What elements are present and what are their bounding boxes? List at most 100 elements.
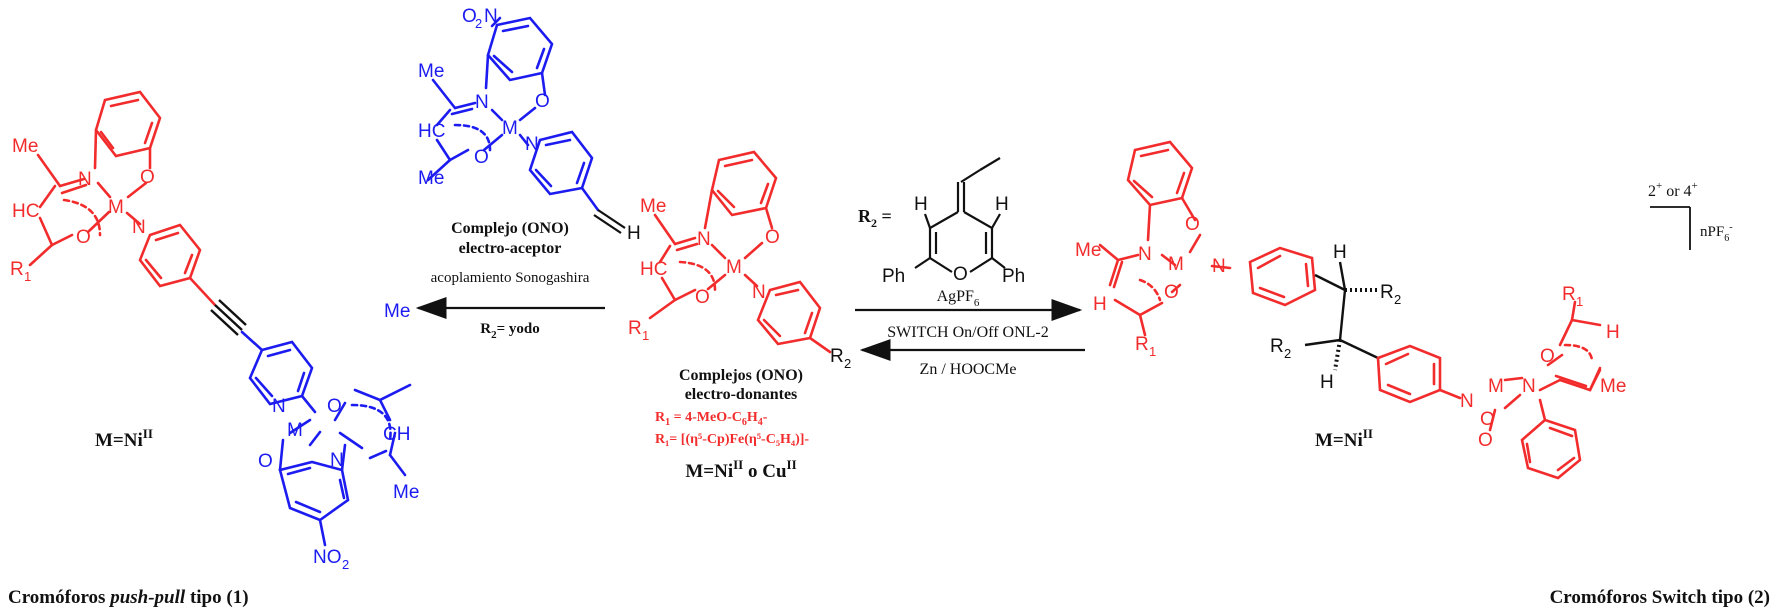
atom-h: H bbox=[1093, 294, 1107, 315]
atom-o: O bbox=[1164, 282, 1179, 303]
atom-m: M bbox=[108, 197, 124, 218]
atom-h: H bbox=[1320, 372, 1334, 393]
atom-o: O bbox=[535, 91, 550, 112]
atom-subscript: 1 bbox=[642, 328, 649, 343]
atom-o: O bbox=[327, 396, 342, 417]
atom-hc: HC bbox=[418, 121, 445, 142]
atom-n: N bbox=[272, 396, 286, 417]
atom-subscript: 1 bbox=[1576, 294, 1583, 309]
atom-ch: CH bbox=[383, 424, 410, 445]
reverse-condition: Zn / HOOCMe bbox=[920, 361, 1017, 378]
arrows bbox=[415, 297, 1085, 361]
atom-n: N bbox=[1212, 256, 1226, 277]
atom-n: N bbox=[525, 134, 539, 155]
atom-r: R bbox=[628, 318, 642, 339]
atom-n: N bbox=[330, 450, 344, 471]
atom-o: O bbox=[474, 147, 489, 168]
atom-o: O bbox=[1480, 409, 1495, 430]
atom-ph: Ph bbox=[1002, 266, 1025, 287]
atom-h: H bbox=[1606, 322, 1620, 343]
atom-me: Me bbox=[12, 136, 38, 157]
charge-bracket bbox=[1650, 206, 1691, 250]
atom-no: NO bbox=[313, 547, 342, 568]
atom-n: N bbox=[1138, 244, 1152, 265]
center-metal-label: M=NiII o CuII bbox=[685, 457, 796, 482]
right-metal-label: M=NiII bbox=[1315, 426, 1373, 451]
top-alkyne-terminal bbox=[593, 209, 626, 234]
atom-n: N bbox=[475, 92, 489, 113]
atom-r: R bbox=[10, 259, 24, 280]
atom-hc: HC bbox=[12, 201, 39, 222]
atom-me: Me bbox=[418, 168, 444, 189]
atom-hc: HC bbox=[640, 259, 667, 280]
right-red-upper bbox=[1098, 140, 1317, 337]
atom-n: N bbox=[1460, 391, 1474, 412]
acceptor-title-1: Complejo (ONO) bbox=[451, 220, 569, 237]
r2-pyranylidene bbox=[914, 157, 1006, 273]
left-caption: Cromóforos push-pull tipo (1) bbox=[8, 587, 249, 608]
top-blue-complex bbox=[426, 16, 600, 212]
atom-h: H bbox=[995, 194, 1009, 215]
atom-subscript: 2 bbox=[844, 356, 851, 371]
atom-n: N bbox=[484, 6, 498, 27]
atom-me: Me bbox=[393, 482, 419, 503]
atom-n: N bbox=[132, 217, 146, 238]
reaction-sonogashira: acoplamiento Sonogashira bbox=[431, 270, 590, 286]
charge-label: 2+ or 4+ bbox=[1648, 180, 1698, 200]
right-ethane-bridge bbox=[1304, 261, 1379, 371]
atom-h: H bbox=[914, 194, 928, 215]
donor-title-2: electro-donantes bbox=[685, 386, 798, 403]
atom-me: Me bbox=[1075, 240, 1101, 261]
reagent-agpf6: AgPF6 bbox=[937, 288, 980, 309]
atom-o: O bbox=[1185, 214, 1200, 235]
atom-o: O bbox=[140, 167, 155, 188]
atom-m: M bbox=[726, 257, 742, 278]
atom-m: M bbox=[1168, 254, 1184, 275]
r2-definition: R2 = bbox=[858, 206, 892, 230]
left-blue-complex bbox=[240, 330, 412, 547]
atom-subscript: 2 bbox=[342, 557, 349, 572]
left-red-complex bbox=[28, 90, 217, 307]
atom-m: M bbox=[1488, 376, 1504, 397]
right-caption: Cromóforos Switch tipo (2) bbox=[1550, 587, 1770, 608]
atom-m: M bbox=[287, 420, 303, 441]
switch-label: SWITCH On/Off ONL-2 bbox=[887, 324, 1048, 341]
atom-o: O bbox=[76, 227, 91, 248]
atom-o: O bbox=[953, 264, 968, 285]
counterion-label: nPF6- bbox=[1700, 222, 1733, 244]
acceptor-title-2: electro-aceptor bbox=[459, 240, 562, 257]
atom-subscript: 1 bbox=[24, 269, 31, 284]
atom-r: R bbox=[1380, 282, 1394, 303]
atom-o: O bbox=[765, 227, 780, 248]
atom-n: N bbox=[78, 169, 92, 190]
left-alkyne bbox=[210, 299, 247, 336]
atom-r: R bbox=[1135, 334, 1149, 355]
atom-subscript: 2 bbox=[1284, 346, 1291, 361]
atom-n: N bbox=[752, 282, 766, 303]
atom-ph: Ph bbox=[882, 266, 905, 287]
atom-subscript: 2 bbox=[475, 16, 482, 31]
center-red-complex bbox=[648, 150, 832, 354]
atom-o: O bbox=[695, 287, 710, 308]
atom-r: R bbox=[1562, 284, 1576, 305]
atom-subscript: 2 bbox=[1394, 292, 1401, 307]
atom-h: H bbox=[1333, 242, 1347, 263]
left-metal-label: M=NiII bbox=[95, 426, 153, 451]
atom-n: N bbox=[697, 229, 711, 250]
atom-o: O bbox=[462, 6, 477, 27]
r1-option-1: R1 = 4-MeO-C6H4- bbox=[655, 410, 768, 428]
atom-m: M bbox=[502, 118, 518, 139]
atom-subscript: 1 bbox=[1149, 344, 1156, 359]
atom-n: N bbox=[1522, 376, 1536, 397]
atom-me: Me bbox=[384, 301, 410, 322]
atom-labels: Me N O HC M O N R 1 O Me N M CH O N Me N… bbox=[10, 6, 1626, 572]
right-red-lower bbox=[1376, 300, 1602, 480]
atom-o: O bbox=[258, 451, 273, 472]
text-labels: M=NiII Cromóforos push-pull tipo (1) Com… bbox=[8, 180, 1770, 608]
condition-r2-yodo: R2= yodo bbox=[480, 321, 539, 341]
atom-h: H bbox=[627, 223, 641, 244]
atom-o: O bbox=[1478, 430, 1493, 451]
atom-me: Me bbox=[418, 61, 444, 82]
